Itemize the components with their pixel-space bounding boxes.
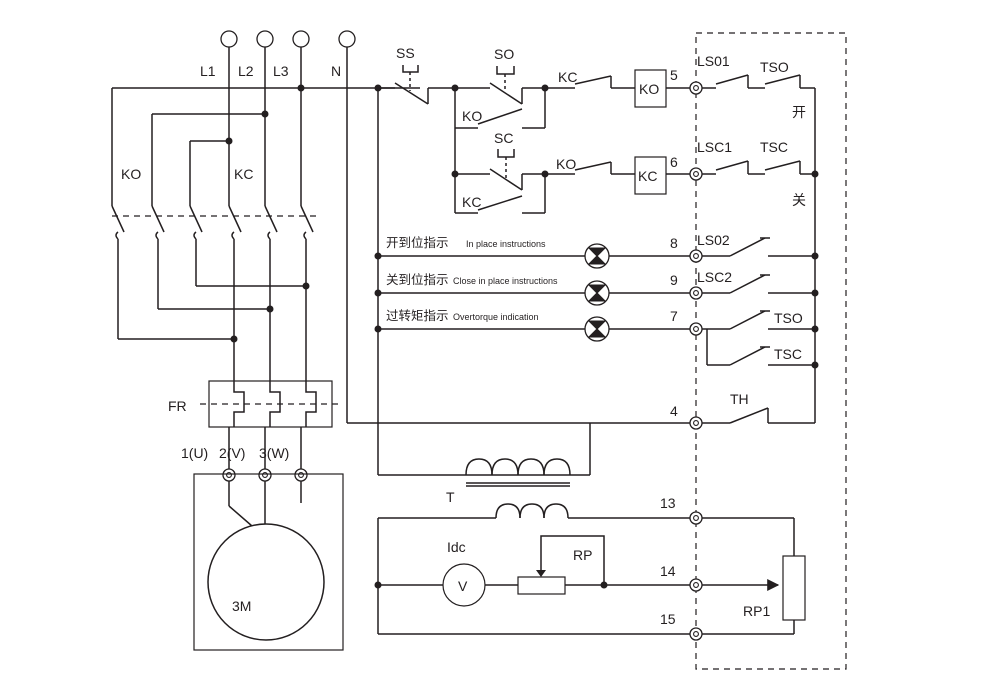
label-ls01: LS01 (697, 53, 730, 69)
label-tsc-ot: TSC (774, 346, 802, 362)
label-l2: L2 (238, 63, 254, 79)
terminal-6 (689, 167, 703, 181)
terminal-4-label: 4 (670, 403, 678, 419)
terminal-14 (689, 578, 703, 592)
label-lsc2: LSC2 (697, 269, 732, 285)
label-ko-hold: KO (462, 108, 482, 124)
label-kc-hold: KC (462, 194, 481, 210)
power-wiring: KO KC (111, 47, 690, 424)
overload-relay: FR (168, 380, 340, 428)
label-motor-w: 3(W) (259, 445, 289, 461)
label-ko-coil: KO (639, 81, 659, 97)
feedback-loop: V Idc RP 13 14 15 (374, 495, 690, 635)
label-dir-close: 关 (792, 192, 806, 208)
motor: 1(U) 2(V) 3(W) 3M (181, 427, 344, 651)
terminal-9-label: 9 (670, 272, 678, 288)
terminal-4 (689, 416, 703, 430)
actuator-box: LS01 TSO 开 LSC1 TSC 关 LS02 LSC2 TSO (695, 32, 847, 670)
terminal-7 (689, 322, 703, 336)
label-tso-open: TSO (760, 59, 789, 75)
label-motor-name: 3M (232, 598, 251, 614)
terminal-13-label: 13 (660, 495, 676, 511)
label-ls02: LS02 (697, 232, 730, 248)
indicator-close-en: Close in place instructions (453, 276, 558, 286)
supply-terminals: L1 L2 L3 N (200, 30, 356, 79)
label-sc: SC (494, 130, 513, 146)
indicator-open-cn: 开到位指示 (386, 235, 449, 250)
terminal-15-label: 15 (660, 611, 676, 627)
label-motor-u: 1(U) (181, 445, 208, 461)
label-rp: RP (573, 547, 592, 563)
indicator-close-cn: 关到位指示 (386, 272, 449, 287)
label-kc-interlock: KC (558, 69, 577, 85)
indicator-torque-cn: 过转矩指示 (386, 308, 449, 323)
label-fr: FR (168, 398, 187, 414)
terminal-9 (689, 286, 703, 300)
label-kc-power: KC (234, 166, 253, 182)
control-circuit: SS SO KO KC KO 5 SC (374, 45, 690, 476)
terminal-14-label: 14 (660, 563, 676, 579)
label-ko-interlock: KO (556, 156, 576, 172)
terminal-7-label: 7 (670, 308, 678, 324)
terminal-8-label: 8 (670, 235, 678, 251)
label-motor-v: 2(V) (219, 445, 245, 461)
label-tsc-close: TSC (760, 139, 788, 155)
label-idc: Idc (447, 539, 466, 555)
label-n: N (331, 63, 341, 79)
label-so: SO (494, 46, 514, 62)
label-kc-coil: KC (638, 168, 657, 184)
terminal-15 (689, 627, 703, 641)
label-meter-symbol: V (458, 578, 468, 594)
terminal-6-label: 6 (670, 154, 678, 170)
label-t: T (446, 489, 455, 505)
label-rp1: RP1 (743, 603, 770, 619)
label-l1: L1 (200, 63, 216, 79)
label-l3: L3 (273, 63, 289, 79)
transformer: T (446, 458, 571, 519)
label-th: TH (730, 391, 749, 407)
indicator-torque-en: Overtorque indication (453, 312, 539, 322)
label-ss: SS (396, 45, 415, 61)
terminal-5 (689, 81, 703, 95)
label-lsc1: LSC1 (697, 139, 732, 155)
terminal-8 (689, 249, 703, 263)
indicator-open-en: In place instructions (466, 239, 546, 249)
terminal-13 (689, 511, 703, 525)
label-tso-ot: TSO (774, 310, 803, 326)
terminal-5-label: 5 (670, 67, 678, 83)
label-dir-open: 开 (792, 104, 806, 120)
label-ko-power: KO (121, 166, 141, 182)
